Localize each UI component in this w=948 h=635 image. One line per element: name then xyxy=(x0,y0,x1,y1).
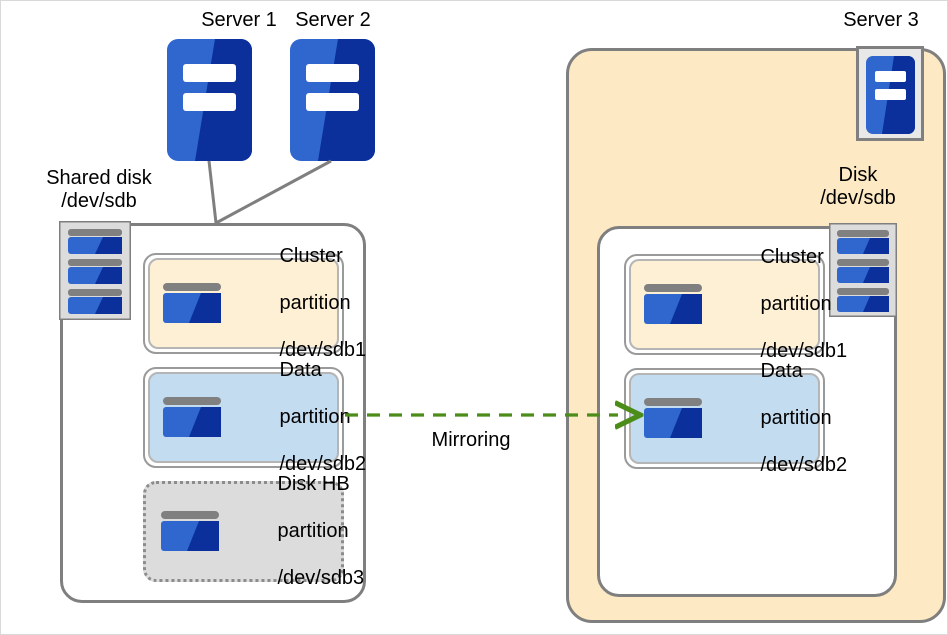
server-3-icon-holder xyxy=(856,46,924,141)
partition-disk-icon xyxy=(159,509,224,555)
partition-disk-icon xyxy=(642,282,707,328)
server-1-link xyxy=(207,160,218,224)
partition-disk-icon xyxy=(642,396,707,442)
server-1-label: Server 1 xyxy=(201,9,277,31)
server-2-icon xyxy=(290,39,375,161)
server3-disk-label-line2: /dev/sdb xyxy=(820,187,896,209)
data-partition-left-text: Data partition /dev/sdb2 xyxy=(279,359,367,475)
server-3-icon xyxy=(866,56,915,134)
cluster-partition-right[interactable]: Cluster partition /dev/sdb1 xyxy=(624,246,847,362)
disk-hb-partition-left-text: Disk HB partition /dev/sdb3 xyxy=(277,473,365,589)
data-partition-right-text: Data partition /dev/sdb2 xyxy=(760,360,848,476)
partition-disk-icon xyxy=(161,281,226,327)
server3-disk-stack-icon xyxy=(829,223,897,317)
server-2-link xyxy=(215,159,332,225)
mirroring-label: Mirroring xyxy=(431,429,511,451)
shared-disk-label-line2: /dev/sdb xyxy=(61,190,137,212)
partition-disk-icon xyxy=(161,395,226,441)
server-3-label: Server 3 xyxy=(843,9,919,31)
cluster-partition-left-text: Cluster partition /dev/sdb1 xyxy=(279,245,367,361)
server3-disk-label-line1: Disk xyxy=(838,164,878,186)
data-partition-left[interactable]: Data partition /dev/sdb2 xyxy=(143,359,366,475)
disk-hb-partition-left[interactable]: Disk HB partition /dev/sdb3 xyxy=(143,473,364,589)
server-2-label: Server 2 xyxy=(295,9,371,31)
cluster-partition-left[interactable]: Cluster partition /dev/sdb1 xyxy=(143,245,366,361)
data-partition-right[interactable]: Data partition /dev/sdb2 xyxy=(624,360,847,476)
shared-disk-label-line1: Shared disk xyxy=(46,167,152,189)
server-1-icon xyxy=(167,39,252,161)
shared-disk-stack-icon xyxy=(59,221,131,320)
cluster-partition-right-text: Cluster partition /dev/sdb1 xyxy=(760,246,848,362)
